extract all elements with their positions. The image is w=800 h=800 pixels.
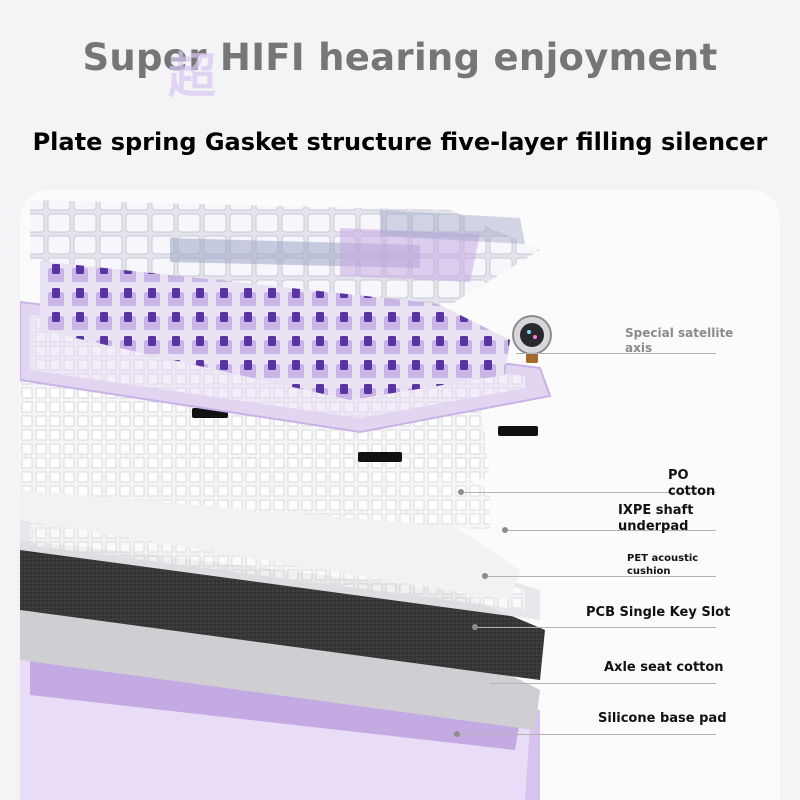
leader-line-silicone [460,734,716,735]
keyboard-exploded-illustration [20,200,552,800]
exploded-view-panel: Special satellite axis PO cotton IXPE sh… [20,190,780,800]
leader-line-pcb [478,627,716,628]
foam-layer [20,540,545,680]
leader-line-pet [488,576,716,577]
headline: Super HIFI hearing enjoyment [82,36,718,79]
keycap-layer [30,200,540,305]
leader-line-axle [490,683,716,684]
label-pcb-single-key-slot: PCB Single Key Slot [586,605,731,620]
marker-pcb [472,624,478,630]
satellite-axis-knob [512,315,552,363]
label-pet-acoustic-cushion: PET acoustic cushion [627,553,699,577]
case-bottom-layer [20,610,540,800]
label-satellite-axis: Special satellite axis [625,326,734,355]
leader-line-ixpe [508,530,716,531]
label-ixpe-shaft-underpad: IXPE shaft underpad [618,503,694,535]
marker-po [458,489,464,495]
marker-silicone [454,731,460,737]
label-axle-seat-cotton: Axle seat cotton [604,660,724,675]
marker-ixpe [502,527,508,533]
leader-line-satellite [516,353,716,354]
leader-line-po [464,492,716,493]
label-silicone-base-pad: Silicone base pad [598,711,727,726]
subtitle: Plate spring Gasket structure five-layer… [32,128,768,156]
headline-glyph: 超 [168,48,217,104]
label-po-cotton: PO cotton [668,468,716,500]
marker-pet [482,573,488,579]
